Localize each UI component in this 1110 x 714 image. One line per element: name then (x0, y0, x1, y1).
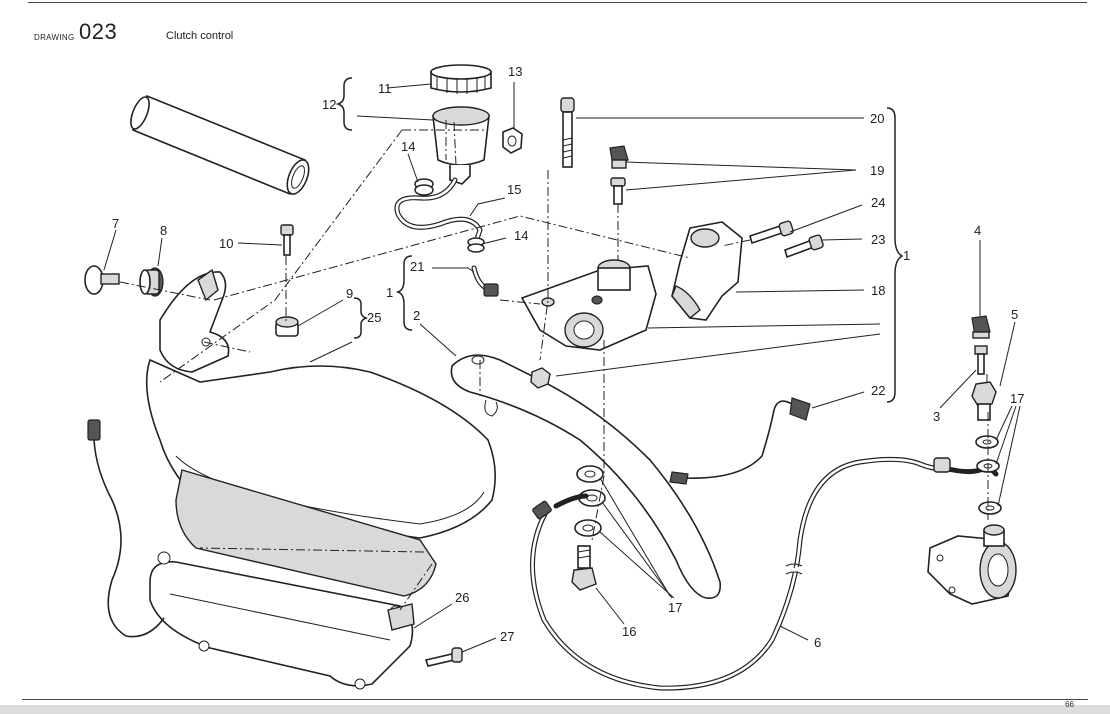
callout-22: 22 (871, 383, 885, 398)
clamp-screw-lower (784, 234, 824, 259)
bleeder-screw (974, 345, 988, 375)
bleed-valve-cap (609, 145, 629, 169)
callout-1-left: 1 (386, 285, 393, 300)
union-bolt (571, 545, 597, 591)
handguard-bracket (159, 268, 230, 373)
handguard-shell (145, 358, 496, 597)
page-number: 66 (1065, 700, 1074, 709)
callout-1-right: 1 (903, 248, 910, 263)
footer-band (0, 705, 1110, 714)
fluid-reservoir (432, 106, 490, 185)
bleeder-cap (971, 315, 991, 339)
callout-14-upper: 14 (401, 139, 415, 154)
clip-nut (387, 603, 415, 631)
callout-9: 9 (346, 286, 353, 301)
washer-right-upper (975, 435, 999, 449)
clamp-screw-upper (749, 220, 794, 245)
drawing-title: Clutch control (166, 30, 234, 42)
reservoir-hose (394, 177, 483, 245)
indicator-wire (87, 419, 165, 638)
callout-12: 12 (322, 97, 336, 112)
assembly-axis-lines (119, 129, 989, 611)
callout-2: 2 (413, 308, 420, 323)
callout-25: 25 (367, 310, 381, 325)
leader-lines (103, 82, 1021, 653)
reservoir-cap (430, 64, 492, 94)
callout-10: 10 (219, 236, 233, 251)
callout-3: 3 (933, 409, 940, 424)
callout-15: 15 (507, 182, 521, 197)
clutch-hose (530, 456, 999, 691)
self-tapping-screw (424, 647, 463, 667)
callout-5: 5 (1011, 307, 1018, 322)
bleed-valve (610, 177, 626, 205)
slave-cylinder (927, 524, 1017, 605)
callout-labels: 1 1 2 3 4 5 6 7 8 9 10 11 12 13 14 14 15… (112, 64, 1024, 650)
callout-7: 7 (112, 216, 119, 231)
callout-27: 27 (500, 629, 514, 644)
washer-lower-left (574, 519, 602, 537)
adapter-union (971, 381, 997, 421)
hose-fitting (471, 265, 499, 297)
callout-20: 20 (870, 111, 884, 126)
drawing-label: DRAWING (34, 33, 75, 42)
callout-23: 23 (871, 232, 885, 247)
top-rule (28, 2, 1087, 3)
callout-21: 21 (410, 259, 424, 274)
brace-lever-kit (395, 255, 413, 331)
callout-14-lower: 14 (514, 228, 528, 243)
long-screw (560, 97, 575, 168)
clutch-lever (450, 354, 722, 599)
lever-nut (530, 367, 551, 389)
callout-26: 26 (455, 590, 469, 605)
rubber-grommet (139, 267, 164, 297)
callout-6: 6 (814, 635, 821, 650)
callout-4: 4 (974, 223, 981, 238)
brace-reservoir-kit (335, 77, 353, 131)
washer-right-lower (978, 501, 1002, 515)
handlebar-clamp (671, 221, 743, 321)
bottom-rule (22, 699, 1088, 700)
handlebar-tube (130, 94, 310, 196)
callout-16: 16 (622, 624, 636, 639)
callout-18: 18 (871, 283, 885, 298)
drawing-number: 023 (79, 19, 118, 44)
callout-19: 19 (870, 163, 884, 178)
callout-13: 13 (508, 64, 522, 79)
reservoir-nut (502, 127, 523, 154)
screw-small (280, 224, 294, 256)
callout-24: 24 (871, 195, 885, 210)
spacer (275, 316, 299, 337)
callout-17-right: 17 (1010, 391, 1024, 406)
master-cylinder-body (520, 259, 657, 351)
bolt-left (84, 265, 120, 295)
switch-cable (669, 397, 811, 485)
hose-clip-upper (414, 178, 434, 196)
callout-11: 11 (378, 81, 392, 96)
hose-clip-lower (467, 237, 485, 253)
callout-8: 8 (160, 223, 167, 238)
washer-upper-left (576, 465, 604, 483)
callout-17-left: 17 (668, 600, 682, 615)
brace-spacer-kit (353, 297, 369, 339)
brace-master-cylinder-kit (886, 107, 904, 403)
